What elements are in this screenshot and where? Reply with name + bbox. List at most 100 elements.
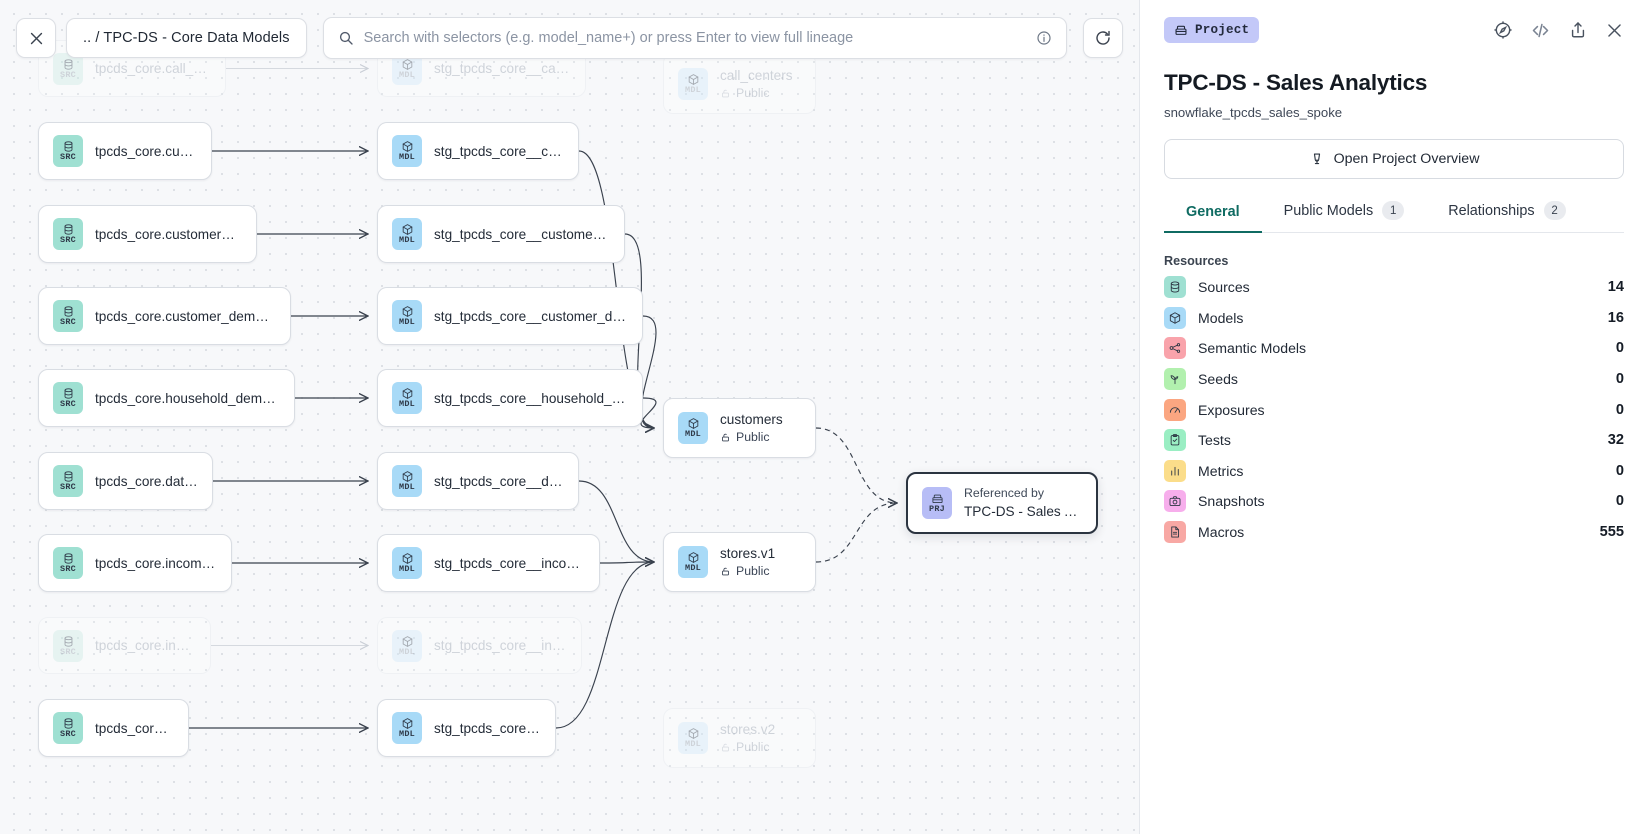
node-labels: stg_tpcds_core__income_band — [434, 555, 585, 572]
node-badge-label: SRC — [60, 646, 76, 657]
page-title: TPC-DS - Sales Analytics — [1164, 70, 1428, 95]
cube-icon — [402, 388, 412, 399]
lineage-toolbar: .. / TPC-DS - Core Data Models — [0, 0, 1139, 76]
close-lineage-button[interactable] — [16, 18, 56, 58]
resource-count: 0 — [1615, 340, 1624, 357]
resource-count: 555 — [1599, 524, 1624, 541]
seedling-icon-wrapper — [1164, 368, 1186, 391]
graph-node-mdl_stg_income_band[interactable]: MDL stg_tpcds_core__income_band — [377, 534, 600, 592]
compass-icon[interactable] — [1493, 20, 1513, 40]
resource-name: Metrics — [1198, 462, 1244, 479]
unlock-icon — [722, 89, 729, 97]
node-access-label: Public — [736, 564, 770, 578]
breadcrumb[interactable]: .. / TPC-DS - Core Data Models — [66, 18, 307, 58]
node-labels: stg_tpcds_core__customer — [434, 143, 564, 160]
graph-node-mdl_stg_cust_addr[interactable]: MDL stg_tpcds_core__customer_address — [377, 205, 625, 263]
database-icon — [64, 635, 72, 647]
search-bar[interactable] — [322, 17, 1067, 59]
node-labels: tpcds_core.customer_address — [95, 226, 242, 243]
node-badge-src: SRC — [53, 218, 83, 250]
tab-label: General — [1186, 204, 1240, 220]
tab-general[interactable]: General — [1164, 204, 1262, 233]
graph-node-src_inventory[interactable]: SRC tpcds_core.inventory — [38, 617, 211, 674]
graph-node-mdl_stg_cust_demo[interactable]: MDLstg_tpcds_core__customer_demogra… — [377, 287, 643, 345]
share-icon[interactable] — [1568, 20, 1588, 40]
database-icon — [1170, 281, 1180, 293]
file-icon — [1171, 526, 1179, 538]
node-badge-label: MDL — [399, 564, 415, 574]
search-input[interactable] — [363, 30, 1026, 46]
node-title: stg_tpcds_core__call_center — [434, 61, 571, 76]
resource-row-semantic-models[interactable]: Semantic Models 0 — [1164, 333, 1624, 364]
cube-icon — [688, 552, 698, 563]
node-labels: stg_tpcds_core__customer_address — [434, 226, 610, 243]
code-icon[interactable] — [1530, 20, 1551, 41]
node-labels: tpcds_core.inventory — [95, 637, 196, 654]
node-badge-src: SRC — [53, 382, 83, 414]
edge-mdl_stg_cust_demo-to-mdl_customers — [640, 315, 657, 428]
clipboard-icon-wrapper — [1164, 429, 1186, 452]
resource-name: Tests — [1198, 432, 1231, 449]
rocket-icon — [1313, 153, 1320, 165]
gauge-icon-wrapper — [1164, 398, 1186, 421]
cube-icon — [402, 471, 412, 482]
tab-label: Public Models — [1283, 202, 1374, 219]
node-badge-label: MDL — [399, 235, 415, 245]
cube-icon — [402, 553, 412, 564]
node-badge-src: SRC — [53, 629, 83, 662]
lineage-canvas[interactable]: SRCtpcds_core.call_centerSRCtpcds_core.c… — [0, 0, 1139, 834]
node-badge-src: SRC — [53, 547, 83, 579]
nodes-icon — [1169, 343, 1181, 354]
edge-mdl_stg_hh_demo-to-mdl_customers — [640, 397, 657, 428]
node-title: TPC-DS - Sales Analytics — [964, 504, 1082, 519]
database-icon — [64, 58, 72, 70]
node-badge-mdl: MDL — [678, 412, 708, 444]
graph-node-mdl_stg_hh_demo[interactable]: MDLstg_tpcds_core__household_demogr… — [377, 369, 643, 427]
node-badge-src: SRC — [53, 465, 83, 497]
edge-mdl_stg_income_band-to-mdl_stores_v1 — [599, 562, 654, 563]
graph-node-src_hh_demo[interactable]: SRC tpcds_core.household_demographics — [38, 369, 295, 427]
refresh-button[interactable] — [1083, 18, 1123, 58]
close-panel-icon[interactable] — [1605, 21, 1624, 40]
node-badge-label: SRC — [60, 564, 76, 574]
node-labels: tpcds_core.household_demographics — [95, 390, 280, 407]
resource-name: Models — [1198, 309, 1244, 326]
database-icon — [64, 306, 72, 317]
node-badge-label: SRC — [60, 317, 76, 327]
node-labels: stg_tpcds_core__store — [434, 720, 541, 737]
graph-node-src_cust_addr[interactable]: SRC tpcds_core.customer_address — [38, 205, 257, 263]
open-project-overview-button[interactable]: Open Project Overview — [1164, 139, 1624, 179]
node-badge-label: MDL — [399, 69, 415, 80]
resource-name: Semantic Models — [1198, 340, 1307, 357]
node-title: stores.v2 — [720, 722, 776, 737]
node-badge-label: MDL — [685, 429, 701, 439]
info-icon[interactable] — [1036, 30, 1052, 46]
resource-count: 0 — [1615, 371, 1624, 388]
